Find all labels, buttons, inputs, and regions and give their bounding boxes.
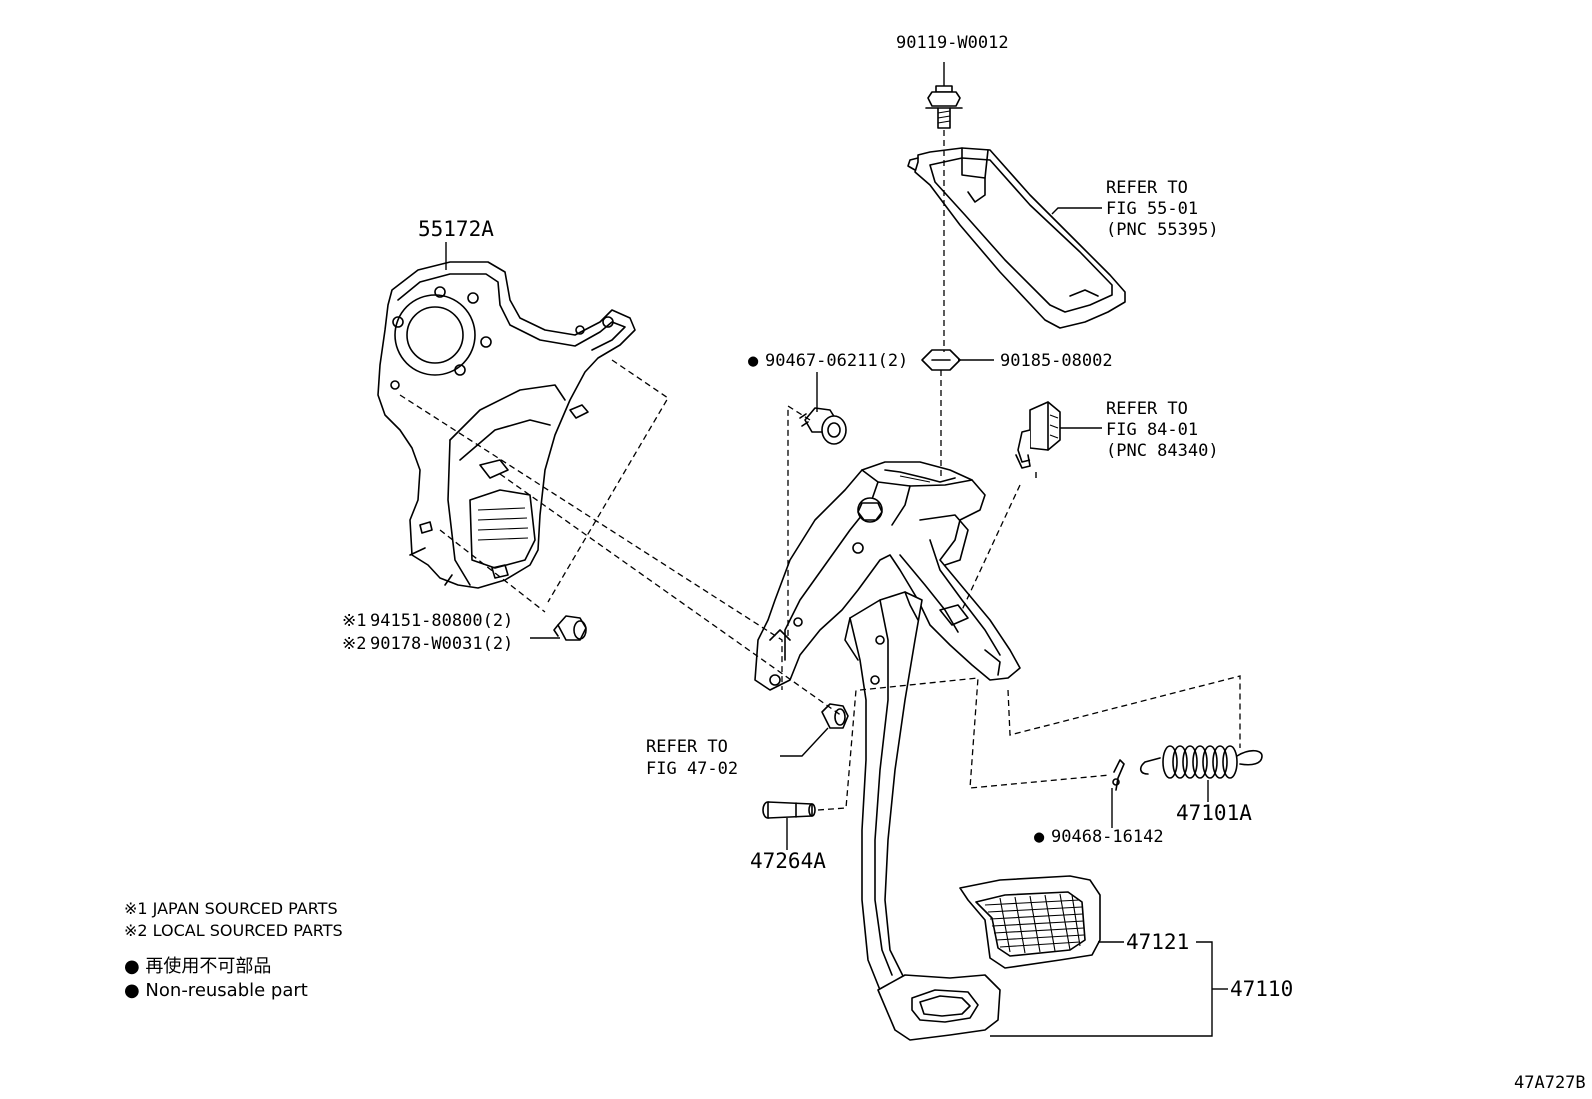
stop-lamp-switch-refer-84-part[interactable] bbox=[1015, 401, 1061, 469]
label-clip-pin-90468[interactable]: 90468-16142 bbox=[1051, 827, 1164, 847]
clip-90185-part[interactable] bbox=[921, 349, 961, 371]
legend-non-reusable-en: ● Non-reusable part bbox=[124, 980, 308, 1001]
nut-94151-part[interactable] bbox=[553, 615, 587, 641]
label-refer-55-line1: REFER TO bbox=[1106, 178, 1188, 198]
brake-pedal-arm-47110-part[interactable] bbox=[844, 591, 923, 991]
label-nut-94151[interactable]: 94151-80800(2) bbox=[370, 611, 513, 631]
assembly-dashed-lines bbox=[399, 130, 1241, 811]
cushion-90467-part[interactable] bbox=[799, 407, 847, 445]
figure-code: 47A727B bbox=[1514, 1073, 1586, 1093]
label-refer-84-line3: (PNC 84340) bbox=[1106, 441, 1219, 461]
label-refer-84-line2[interactable]: FIG 84-01 bbox=[1106, 420, 1198, 440]
pedal-support-bracket-part bbox=[754, 461, 1021, 691]
note-japan-sourced: ※1 JAPAN SOURCED PARTS bbox=[124, 899, 338, 918]
label-note-mark-2: ※2 bbox=[342, 634, 366, 654]
label-note-mark-1: ※1 bbox=[342, 611, 366, 631]
label-bolt-90119[interactable]: 90119-W0012 bbox=[896, 33, 1009, 53]
pedal-pad-47121-part[interactable] bbox=[959, 875, 1101, 969]
label-nut-90178[interactable]: 90178-W0031(2) bbox=[370, 634, 513, 654]
bolt-90119-part[interactable] bbox=[925, 85, 963, 129]
pivot-pin-47264a-part[interactable] bbox=[762, 801, 816, 819]
return-spring-47101a-part[interactable] bbox=[1139, 745, 1263, 779]
part-labels: 90119-W0012 55172A REFER TO FIG 55-01 (P… bbox=[342, 33, 1293, 1001]
label-bracket-55172a[interactable]: 55172A bbox=[418, 217, 494, 241]
label-refer-84-line1: REFER TO bbox=[1106, 399, 1188, 419]
legend-non-reusable-jp: ● 再使用不可部品 bbox=[124, 956, 271, 977]
label-refer-55-line3: (PNC 55395) bbox=[1106, 220, 1219, 240]
note-local-sourced: ※2 LOCAL SOURCED PARTS bbox=[124, 921, 343, 940]
top-cover-refer-55-part[interactable] bbox=[907, 147, 1126, 329]
label-refer-47-line2[interactable]: FIG 47-02 bbox=[646, 759, 738, 779]
label-cushion-90467[interactable]: 90467-06211(2) bbox=[765, 351, 908, 371]
label-refer-47-line1: REFER TO bbox=[646, 737, 728, 757]
non-reusable-mark: ● bbox=[1034, 827, 1045, 847]
label-refer-55-line2[interactable]: FIG 55-01 bbox=[1106, 199, 1198, 219]
clip-pin-90468-part[interactable] bbox=[1112, 759, 1125, 791]
leader-lines bbox=[445, 62, 1228, 1037]
non-reusable-mark: ● bbox=[748, 351, 759, 371]
label-clip-90185[interactable]: 90185-08002 bbox=[1000, 351, 1113, 371]
label-pad-47121[interactable]: 47121 bbox=[1126, 930, 1189, 954]
label-spring-47101a[interactable]: 47101A bbox=[1176, 801, 1252, 825]
label-pedal-47110[interactable]: 47110 bbox=[1230, 977, 1293, 1001]
mounting-bracket-55172a-part[interactable] bbox=[377, 261, 636, 589]
nut-refer-47-part[interactable] bbox=[821, 703, 849, 729]
pedal-foot-plate-part bbox=[877, 974, 1001, 1041]
label-pin-47264a[interactable]: 47264A bbox=[750, 849, 826, 873]
legend-notes: ※1 JAPAN SOURCED PARTS ※2 LOCAL SOURCED … bbox=[124, 899, 343, 1001]
